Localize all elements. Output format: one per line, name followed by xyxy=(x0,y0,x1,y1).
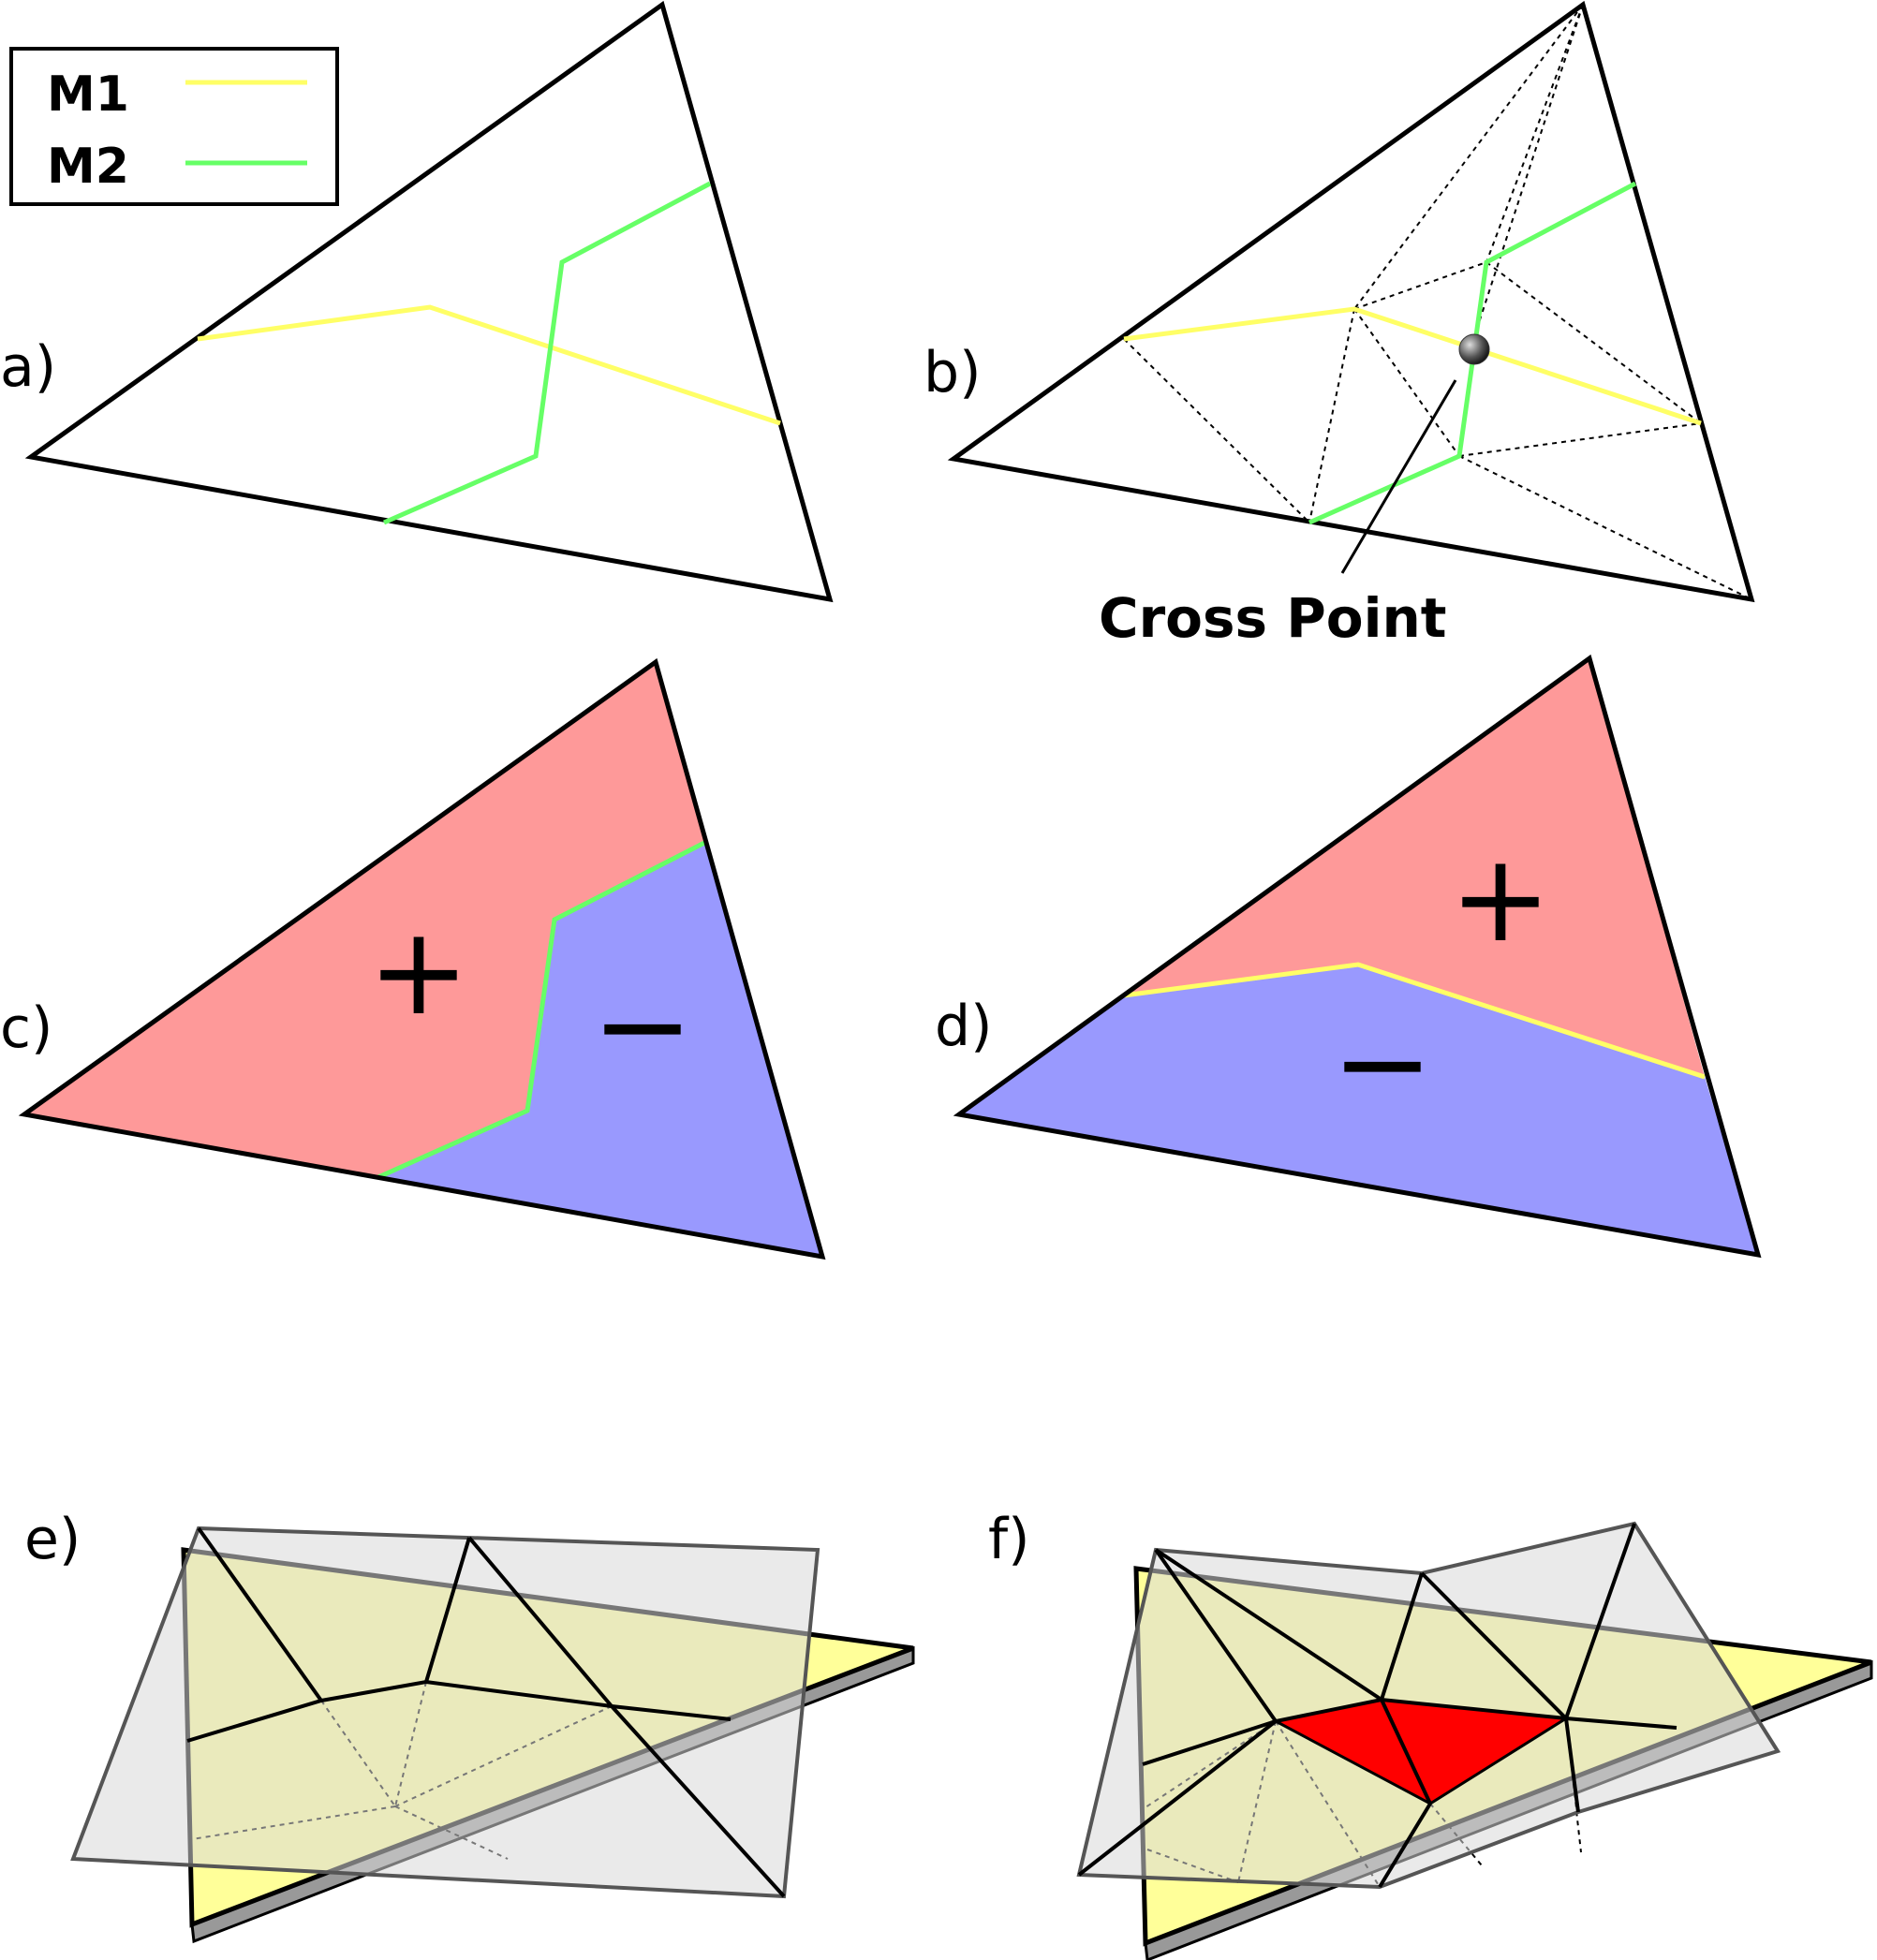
panel-label-c: c) xyxy=(0,995,52,1061)
minus-sign-c: − xyxy=(592,954,694,1097)
panel-label-f: f) xyxy=(988,1507,1030,1572)
mesh-edges-e xyxy=(197,1526,786,1898)
panel-a: a) xyxy=(0,0,834,603)
panel-label-e: e) xyxy=(24,1507,81,1572)
legend: M1 M2 xyxy=(9,47,339,206)
triangle-c xyxy=(18,657,826,1260)
negative-region-c xyxy=(378,843,822,1257)
m2-curve-a xyxy=(382,181,712,525)
legend-label-m2: M2 xyxy=(47,139,129,195)
m1-curve-b xyxy=(1123,306,1702,426)
legend-label-m1: M1 xyxy=(47,66,129,123)
cross-point-marker xyxy=(1458,333,1490,365)
negative-region-d xyxy=(959,965,1758,1255)
minus-sign-d: − xyxy=(1332,992,1434,1134)
panel-c: c) + − xyxy=(0,657,826,1260)
mesh-plane-e xyxy=(70,1525,820,1899)
cross-point-label: Cross Point xyxy=(1099,586,1447,650)
panel-f: f) xyxy=(988,1507,1873,1960)
panel-b: b) Cross Point xyxy=(924,0,1755,650)
positive-region-d xyxy=(1124,658,1705,1077)
triangle-d xyxy=(953,654,1762,1259)
plus-sign-c: + xyxy=(368,900,470,1042)
legend-box xyxy=(9,47,339,206)
panel-label-b: b) xyxy=(924,340,982,405)
m2-boundary-c xyxy=(377,840,706,1180)
m1-curve-a xyxy=(197,304,781,426)
mesh-edges-f xyxy=(1077,1523,1636,1889)
triangle-b xyxy=(947,0,1755,603)
triangle-a xyxy=(24,0,834,603)
panel-label-a: a) xyxy=(0,334,56,400)
triangulation-edges-b xyxy=(1123,4,1752,600)
cross-point-leader xyxy=(1340,379,1457,574)
panel-e: e) xyxy=(24,1507,915,1944)
plus-sign-d: + xyxy=(1450,827,1552,969)
panel-label-d: d) xyxy=(935,994,993,1059)
m1-boundary-d xyxy=(1123,962,1706,1080)
panel-d: d) + − xyxy=(935,654,1762,1259)
